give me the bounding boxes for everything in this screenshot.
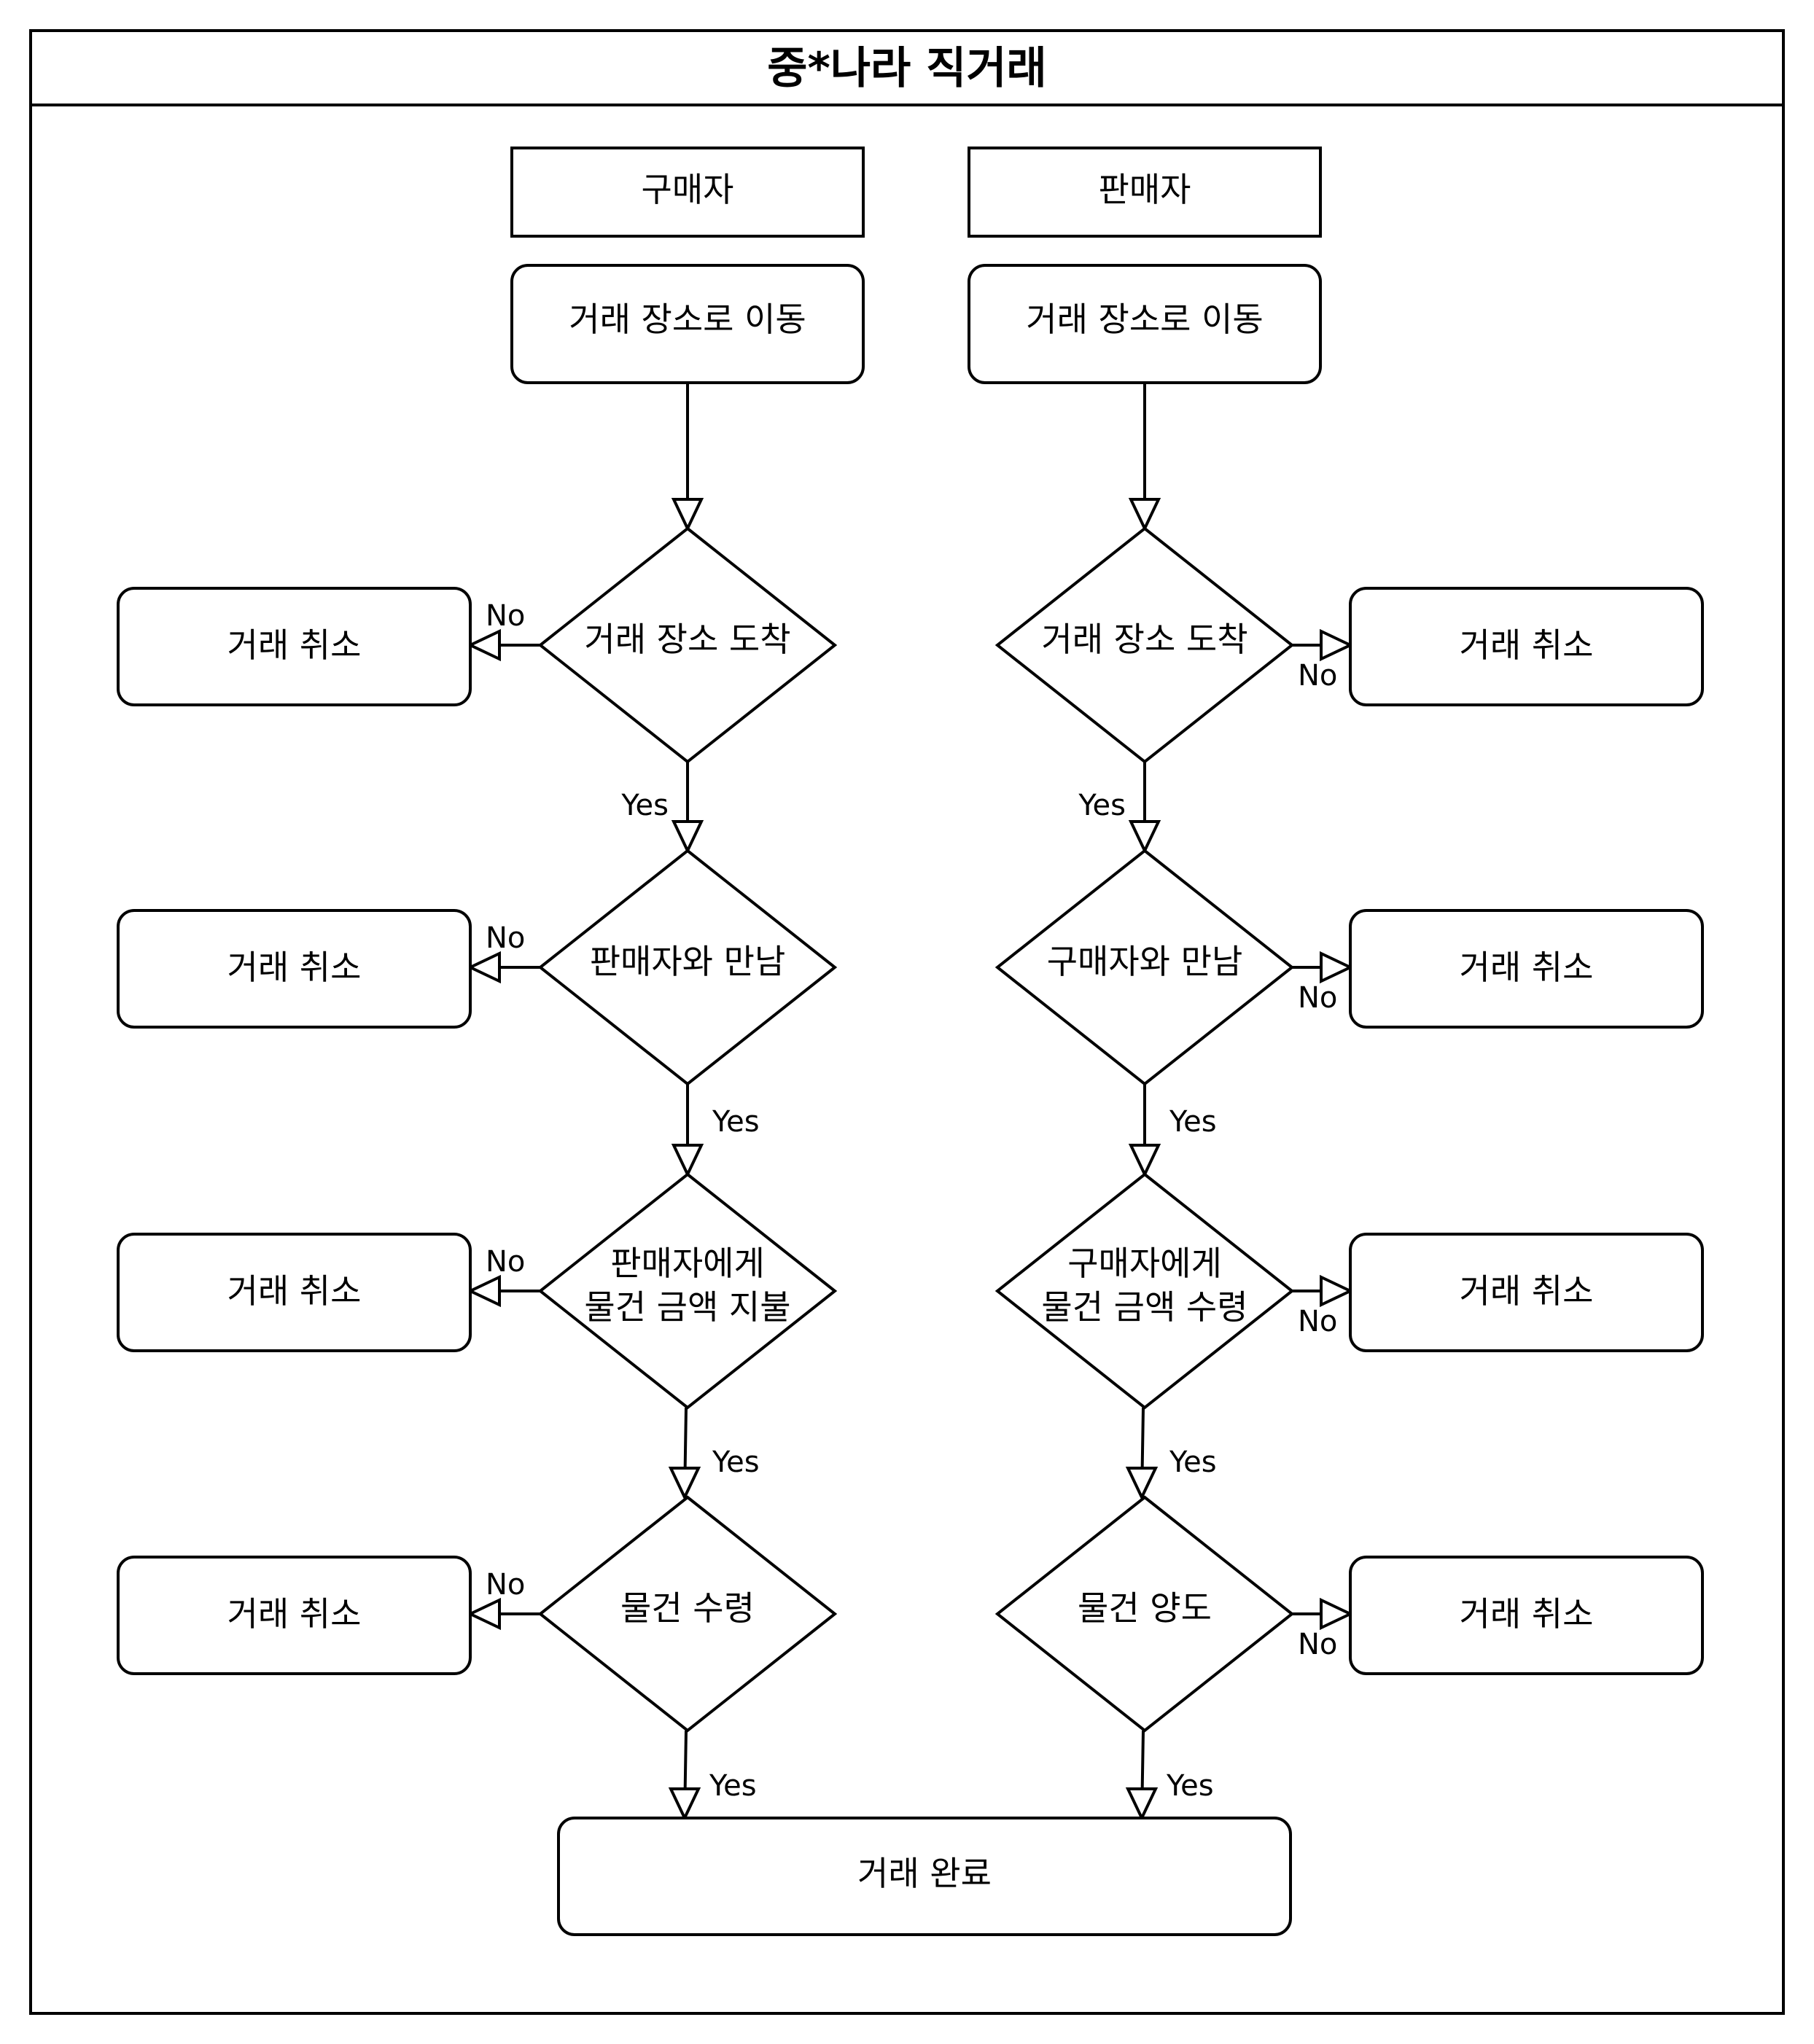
end-node-label: 거래 완료 bbox=[857, 1854, 992, 1893]
seller-cancel-3 bbox=[1349, 1233, 1704, 1352]
seller-cancel-1 bbox=[1349, 587, 1704, 706]
buyer-cancel-3 bbox=[117, 1233, 472, 1352]
seller-no-label-4: No bbox=[1298, 1628, 1337, 1661]
seller-cancel-4 bbox=[1349, 1556, 1704, 1675]
buyer-yes-label-4: Yes bbox=[709, 1769, 757, 1803]
seller-header bbox=[968, 147, 1322, 238]
buyer-cancel-4 bbox=[117, 1556, 472, 1675]
buyer-arrow-no-1 bbox=[467, 628, 501, 662]
seller-header-label: 판매자 bbox=[1099, 170, 1191, 209]
buyer-arrow-yes-2 bbox=[671, 1144, 704, 1178]
seller-decision-2 bbox=[994, 849, 1295, 1086]
seller-arrow-yes-3 bbox=[1125, 1467, 1159, 1501]
seller-no-label-2: No bbox=[1298, 981, 1337, 1015]
buyer-cancel-1-label: 거래 취소 bbox=[227, 625, 362, 665]
seller-decision-4-label: 물건 양도 bbox=[1078, 1588, 1212, 1628]
buyer-cancel-2-label: 거래 취소 bbox=[227, 948, 362, 987]
buyer-no-label-4: No bbox=[486, 1568, 525, 1602]
seller-yes-label-3: Yes bbox=[1169, 1446, 1217, 1479]
seller-arrow-no-2 bbox=[1320, 951, 1354, 984]
diagram-title: 중*나라 직거래 bbox=[767, 43, 1046, 94]
buyer-decision-1 bbox=[537, 526, 838, 764]
seller-decision-3-label: 물건 금액 수령 bbox=[1041, 1287, 1247, 1327]
buyer-arrow-no-4 bbox=[467, 1597, 501, 1631]
buyer-header-label: 구매자 bbox=[642, 170, 734, 209]
buyer-decision-4 bbox=[537, 1495, 838, 1733]
seller-yes-label-2: Yes bbox=[1169, 1105, 1217, 1139]
buyer-start-node bbox=[510, 264, 865, 384]
seller-cancel-2 bbox=[1349, 909, 1704, 1029]
seller-arrow-yes-2 bbox=[1128, 1144, 1161, 1178]
buyer-yes-label-1: Yes bbox=[620, 789, 669, 822]
buyer-cancel-1 bbox=[117, 587, 472, 706]
seller-yes-label-1: Yes bbox=[1078, 789, 1126, 822]
seller-start-label: 거래 장소로 이동 bbox=[1026, 300, 1263, 339]
seller-no-label-1: No bbox=[1298, 659, 1337, 693]
buyer-arrow-yes-3 bbox=[668, 1467, 701, 1501]
buyer-no-label-1: No bbox=[486, 599, 525, 633]
buyer-header bbox=[510, 147, 865, 238]
buyer-no-label-2: No bbox=[486, 921, 525, 955]
buyer-no-label-3: No bbox=[486, 1245, 525, 1279]
seller-cancel-4-label: 거래 취소 bbox=[1460, 1594, 1594, 1634]
seller-arrow-no-1 bbox=[1320, 628, 1354, 662]
seller-arrow-start bbox=[1128, 498, 1161, 532]
buyer-arrow-no-3 bbox=[467, 1274, 501, 1308]
seller-yes-label-4: Yes bbox=[1166, 1769, 1214, 1803]
buyer-decision-3-label: 판매자에게 bbox=[610, 1244, 765, 1283]
end-node bbox=[557, 1817, 1292, 1936]
seller-cancel-2-label: 거래 취소 bbox=[1460, 948, 1594, 987]
buyer-arrow-yes-1 bbox=[671, 820, 704, 854]
seller-start-node bbox=[968, 264, 1322, 384]
buyer-decision-1-label: 거래 장소 도착 bbox=[584, 620, 790, 659]
seller-decision-1 bbox=[994, 526, 1295, 764]
seller-arrow-yes-1 bbox=[1128, 820, 1161, 854]
buyer-arrow-start bbox=[671, 498, 704, 532]
buyer-cancel-4-label: 거래 취소 bbox=[227, 1594, 362, 1634]
seller-cancel-1-label: 거래 취소 bbox=[1460, 625, 1594, 665]
buyer-cancel-2 bbox=[117, 909, 472, 1029]
buyer-decision-2-label: 판매자와 만남 bbox=[590, 942, 786, 981]
seller-arrow-no-3 bbox=[1320, 1274, 1354, 1308]
buyer-decision-2 bbox=[537, 849, 838, 1086]
buyer-start-label: 거래 장소로 이동 bbox=[569, 300, 806, 339]
seller-decision-3 bbox=[994, 1172, 1295, 1410]
buyer-yes-label-3: Yes bbox=[712, 1446, 760, 1479]
seller-decision-4 bbox=[994, 1495, 1295, 1733]
buyer-arrow-no-2 bbox=[467, 951, 501, 984]
buyer-decision-4-label: 물건 수령 bbox=[620, 1588, 755, 1628]
seller-decision-3-label: 구매자에게 bbox=[1067, 1244, 1222, 1283]
seller-arrow-yes-4 bbox=[1125, 1787, 1159, 1822]
buyer-decision-3-label: 물건 금액 지불 bbox=[584, 1287, 790, 1327]
buyer-decision-3 bbox=[537, 1172, 838, 1410]
buyer-cancel-3-label: 거래 취소 bbox=[227, 1271, 362, 1311]
buyer-yes-label-2: Yes bbox=[712, 1105, 760, 1139]
buyer-arrow-yes-4 bbox=[668, 1787, 701, 1822]
seller-decision-1-label: 거래 장소 도착 bbox=[1041, 620, 1247, 659]
seller-no-label-3: No bbox=[1298, 1305, 1337, 1338]
seller-arrow-no-4 bbox=[1320, 1597, 1354, 1631]
seller-decision-2-label: 구매자와 만남 bbox=[1047, 942, 1243, 981]
seller-cancel-3-label: 거래 취소 bbox=[1460, 1271, 1594, 1311]
